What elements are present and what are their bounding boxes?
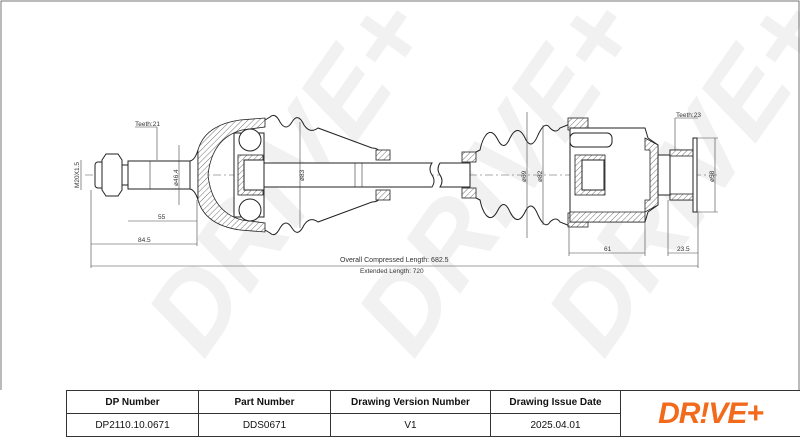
svg-text:ø69: ø69: [521, 170, 528, 182]
header-issue-date: Drawing Issue Date: [491, 391, 621, 414]
header-dp-number: DP Number: [67, 391, 199, 414]
brand-logo: DR!VE+: [621, 391, 800, 437]
dp-number-value: DP2110.10.0671: [67, 414, 199, 437]
part-number-value: DDS0671: [199, 414, 331, 437]
svg-text:Teeth:21: Teeth:21: [135, 121, 160, 128]
svg-text:23.5: 23.5: [677, 246, 690, 253]
svg-text:ø58: ø58: [709, 170, 716, 182]
svg-text:55: 55: [158, 214, 166, 221]
svg-text:Overall Compressed Length: 6: Overall Compressed Length: 682.5: [340, 257, 449, 264]
title-block: DP Number Part Number Drawing Version Nu…: [66, 390, 800, 437]
svg-text:ø83: ø83: [299, 169, 306, 181]
issue-date-value: 2025.04.01: [491, 414, 621, 437]
left-stub: [95, 150, 198, 200]
header-part-number: Part Number: [199, 391, 331, 414]
svg-text:61: 61: [604, 246, 612, 253]
svg-text:Teeth:23: Teeth:23: [676, 112, 701, 119]
svg-text:ø46.4: ø46.4: [173, 169, 180, 186]
svg-text:84.5: 84.5: [138, 237, 151, 244]
drawing-version-value: V1: [331, 414, 491, 437]
header-drawing-version: Drawing Version Number: [331, 391, 491, 414]
logo-text: DR!VE+: [658, 397, 763, 430]
right-joint: [570, 128, 658, 222]
svg-text:M20X1.5: M20X1.5: [74, 162, 81, 188]
svg-text:Extended Length: 720: Extended Length: 720: [360, 268, 424, 275]
drive-shaft-drawing: DRIVE+ DRIVE+ DRIVE+: [0, 0, 800, 390]
svg-text:ø82: ø82: [537, 170, 544, 182]
